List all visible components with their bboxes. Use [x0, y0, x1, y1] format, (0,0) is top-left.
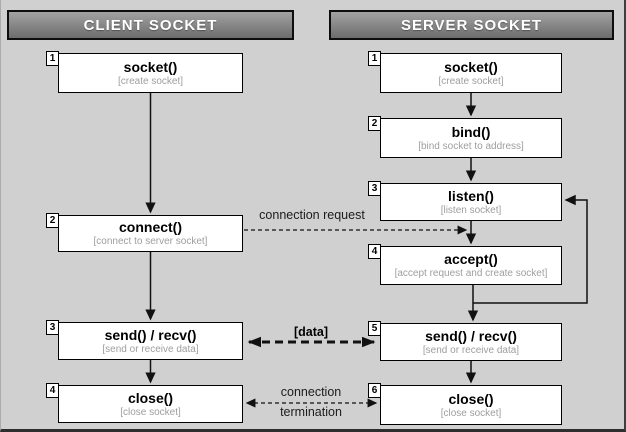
server-socket-header: SERVER SOCKET: [329, 10, 614, 40]
step-subtitle: [send or receive data]: [422, 344, 520, 356]
data-label: [data]: [293, 325, 329, 339]
server-accept-box: 4 accept() [accept request and create so…: [368, 244, 562, 285]
client-socket-header: CLIENT SOCKET: [7, 10, 294, 40]
step-subtitle: [close socket]: [120, 406, 181, 418]
client-socket-box: 1 socket() [create socket]: [46, 51, 243, 93]
step-subtitle: [bind socket to address]: [418, 140, 524, 152]
step-subtitle: [create socket]: [117, 75, 184, 87]
connection-request-label: connection request: [259, 208, 365, 222]
step-subtitle: [accept request and create socket]: [394, 268, 548, 279]
step-subtitle: [listen socket]: [440, 204, 502, 216]
step-subtitle: [connect to server socket]: [93, 236, 208, 247]
client-send-recv-box: 3 send() / recv() [send or receive data]: [46, 320, 243, 360]
server-send-recv-box: 5 send() / recv() [send or receive data]: [368, 321, 562, 361]
step-number-badge: 3: [368, 181, 381, 196]
step-title: connect(): [119, 219, 182, 235]
step-number-badge: 2: [46, 213, 59, 228]
step-number-badge: 6: [368, 383, 381, 398]
connection-termination-label-line2: termination: [280, 405, 342, 419]
step-number-badge: 4: [46, 383, 59, 398]
step-subtitle: [create socket]: [438, 75, 504, 87]
step-number-badge: 3: [46, 320, 59, 335]
step-title: accept(): [444, 251, 498, 267]
server-listen-box: 3 listen() [listen socket]: [368, 181, 562, 221]
step-title: bind(): [451, 123, 491, 140]
step-title: socket(): [444, 58, 498, 75]
step-title: close(): [448, 390, 494, 407]
connection-termination-label-line1: connection: [280, 385, 342, 399]
client-connect-box: 2 connect() [connect to server socket]: [46, 213, 243, 252]
server-close-box: 6 close() [close socket]: [368, 383, 562, 425]
server-bind-box: 2 bind() [bind socket to address]: [368, 116, 562, 158]
step-title: listen(): [448, 187, 494, 204]
step-number-badge: 5: [368, 321, 381, 336]
step-subtitle: [close socket]: [440, 407, 502, 419]
step-title: close(): [127, 389, 174, 406]
step-number-badge: 1: [46, 51, 59, 66]
step-title: send() / recv(): [425, 327, 517, 344]
step-number-badge: 1: [368, 51, 381, 66]
step-number-badge: 4: [368, 244, 381, 259]
step-title: send() / recv(): [104, 326, 197, 343]
step-number-badge: 2: [368, 116, 381, 131]
client-close-box: 4 close() [close socket]: [46, 383, 243, 423]
server-socket-box: 1 socket() [create socket]: [368, 51, 562, 93]
step-title: socket(): [123, 58, 178, 75]
step-subtitle: [send or receive data]: [102, 343, 199, 355]
